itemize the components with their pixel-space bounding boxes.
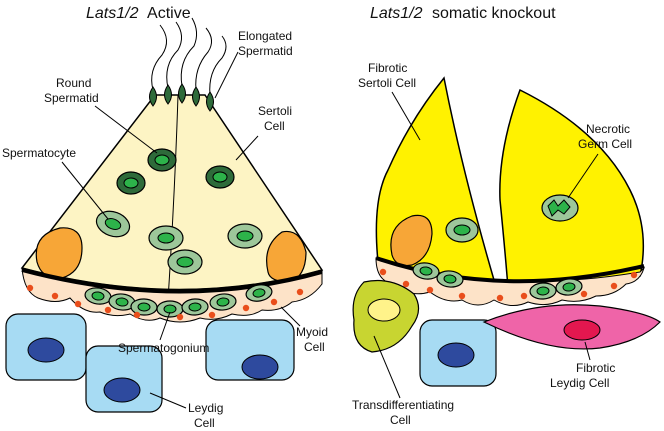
spermatogonium-nucleus bbox=[91, 291, 105, 301]
leydig-nucleus bbox=[103, 377, 141, 403]
myoid-nucleus bbox=[133, 311, 141, 319]
germ-cells-dark bbox=[116, 148, 235, 195]
fibrotic-leydig-nucleus bbox=[563, 319, 601, 341]
germ-nucleus bbox=[123, 177, 139, 189]
left-title-gene: Lats1/2 bbox=[86, 5, 139, 22]
right-title-rest: somatic knockout bbox=[432, 5, 556, 22]
spermatogonium-nucleus bbox=[216, 297, 230, 307]
germ-nucleus bbox=[212, 171, 228, 183]
necrotic-fragment-icon bbox=[547, 199, 571, 217]
elongated-spermatid-head bbox=[164, 84, 172, 105]
fibrotic-sertoli-cell-right bbox=[499, 88, 645, 289]
germ-nucleus bbox=[236, 230, 254, 242]
leydig-nucleus bbox=[437, 342, 475, 368]
elongated-spermatid-tails bbox=[151, 17, 227, 96]
label-leydig-cell: Leydig Cell bbox=[188, 401, 227, 430]
germ-nucleus bbox=[157, 232, 175, 244]
elongated-spermatid-head bbox=[206, 91, 214, 112]
spermatogonia-right bbox=[412, 262, 583, 300]
myoid-nuclei-right bbox=[379, 268, 638, 302]
label-myoid-cell: Myoid Cell bbox=[296, 325, 331, 354]
elongated-spermatid-head bbox=[178, 83, 186, 104]
leydig-nucleus bbox=[241, 354, 279, 380]
myoid-nucleus bbox=[496, 294, 504, 302]
spermatogonium-nucleus bbox=[163, 304, 177, 314]
sertoli-divider bbox=[167, 94, 179, 301]
spermatogonium-nucleus bbox=[188, 302, 202, 312]
myoid-nucleus bbox=[520, 292, 528, 300]
myoid-nucleus bbox=[74, 300, 82, 308]
transdifferentiating-nucleus bbox=[367, 298, 401, 322]
spermatogonium-nucleus bbox=[419, 266, 433, 276]
right-panel: Fibrotic Sertoli Cell Necrotic Germ Cell… bbox=[352, 61, 661, 427]
myoid-nucleus bbox=[270, 298, 278, 306]
myoid-nucleus bbox=[242, 304, 250, 312]
basement-membrane-right bbox=[375, 256, 645, 284]
elongated-spermatid-head bbox=[149, 86, 157, 107]
right-labels: Fibrotic Sertoli Cell Necrotic Germ Cell… bbox=[352, 61, 633, 427]
spermatogonium-nucleus bbox=[536, 286, 550, 296]
spermatogonium-nucleus bbox=[252, 288, 266, 298]
germ-nucleus bbox=[154, 154, 170, 166]
label-round-spermatid: Round Spermatid bbox=[44, 76, 99, 105]
left-panel-title: Lats1/2 Active bbox=[86, 5, 191, 22]
left-title-rest: Active bbox=[147, 5, 191, 22]
myoid-nucleus bbox=[104, 306, 112, 314]
spermatogonium-nucleus bbox=[443, 274, 457, 284]
leydig-nucleus bbox=[27, 337, 65, 363]
myoid-nucleus bbox=[296, 288, 304, 296]
left-panel: Elongated Spermatid Round Spermatid Sert… bbox=[2, 17, 331, 430]
germ-cells-fibrotic bbox=[445, 194, 579, 243]
spermatogonium-nucleus bbox=[137, 302, 151, 312]
label-fibrotic-leydig-cell: Fibrotic Leydig Cell bbox=[550, 361, 619, 390]
label-elongated-spermatid: Elongated Spermatid bbox=[238, 29, 295, 58]
myoid-nucleus bbox=[379, 268, 387, 276]
myoid-nucleus bbox=[402, 280, 410, 288]
label-transdifferentiating-cell: Transdifferentiating Cell bbox=[352, 398, 457, 427]
leydig-cells-left bbox=[5, 313, 295, 413]
elongated-spermatid-head bbox=[192, 86, 200, 107]
label-sertoli-cell: Sertoli Cell bbox=[258, 104, 295, 133]
myoid-nucleus bbox=[51, 292, 59, 300]
myoid-nucleus bbox=[26, 284, 34, 292]
myoid-nucleus bbox=[580, 290, 588, 298]
label-necrotic-germ-cell: Necrotic Germ Cell bbox=[578, 122, 633, 151]
myoid-nucleus bbox=[630, 271, 638, 279]
myoid-nuclei-left bbox=[26, 284, 304, 321]
germ-nucleus bbox=[176, 256, 194, 268]
spermatogonium-nucleus bbox=[115, 297, 129, 307]
label-spermatocyte: Spermatocyte bbox=[2, 146, 76, 160]
myoid-nucleus bbox=[610, 282, 618, 290]
basement-membrane-left bbox=[21, 268, 323, 294]
germ-nucleus bbox=[104, 218, 122, 230]
spermatogonium-nucleus bbox=[562, 282, 576, 292]
sertoli-nucleus-left bbox=[35, 227, 83, 279]
germ-cells-light bbox=[95, 210, 263, 275]
label-spermatogonium: Spermatogonium bbox=[118, 341, 209, 355]
myoid-nucleus bbox=[458, 292, 466, 300]
right-panel-title: Lats1/2 somatic knockout bbox=[370, 5, 556, 22]
myoid-nucleus bbox=[208, 311, 216, 319]
myoid-nucleus bbox=[426, 286, 434, 294]
myoid-nucleus bbox=[176, 313, 184, 321]
label-fibrotic-sertoli-cell: Fibrotic Sertoli Cell bbox=[358, 61, 416, 90]
left-labels: Elongated Spermatid Round Spermatid Sert… bbox=[2, 29, 331, 430]
right-title-gene: Lats1/2 bbox=[370, 5, 423, 22]
